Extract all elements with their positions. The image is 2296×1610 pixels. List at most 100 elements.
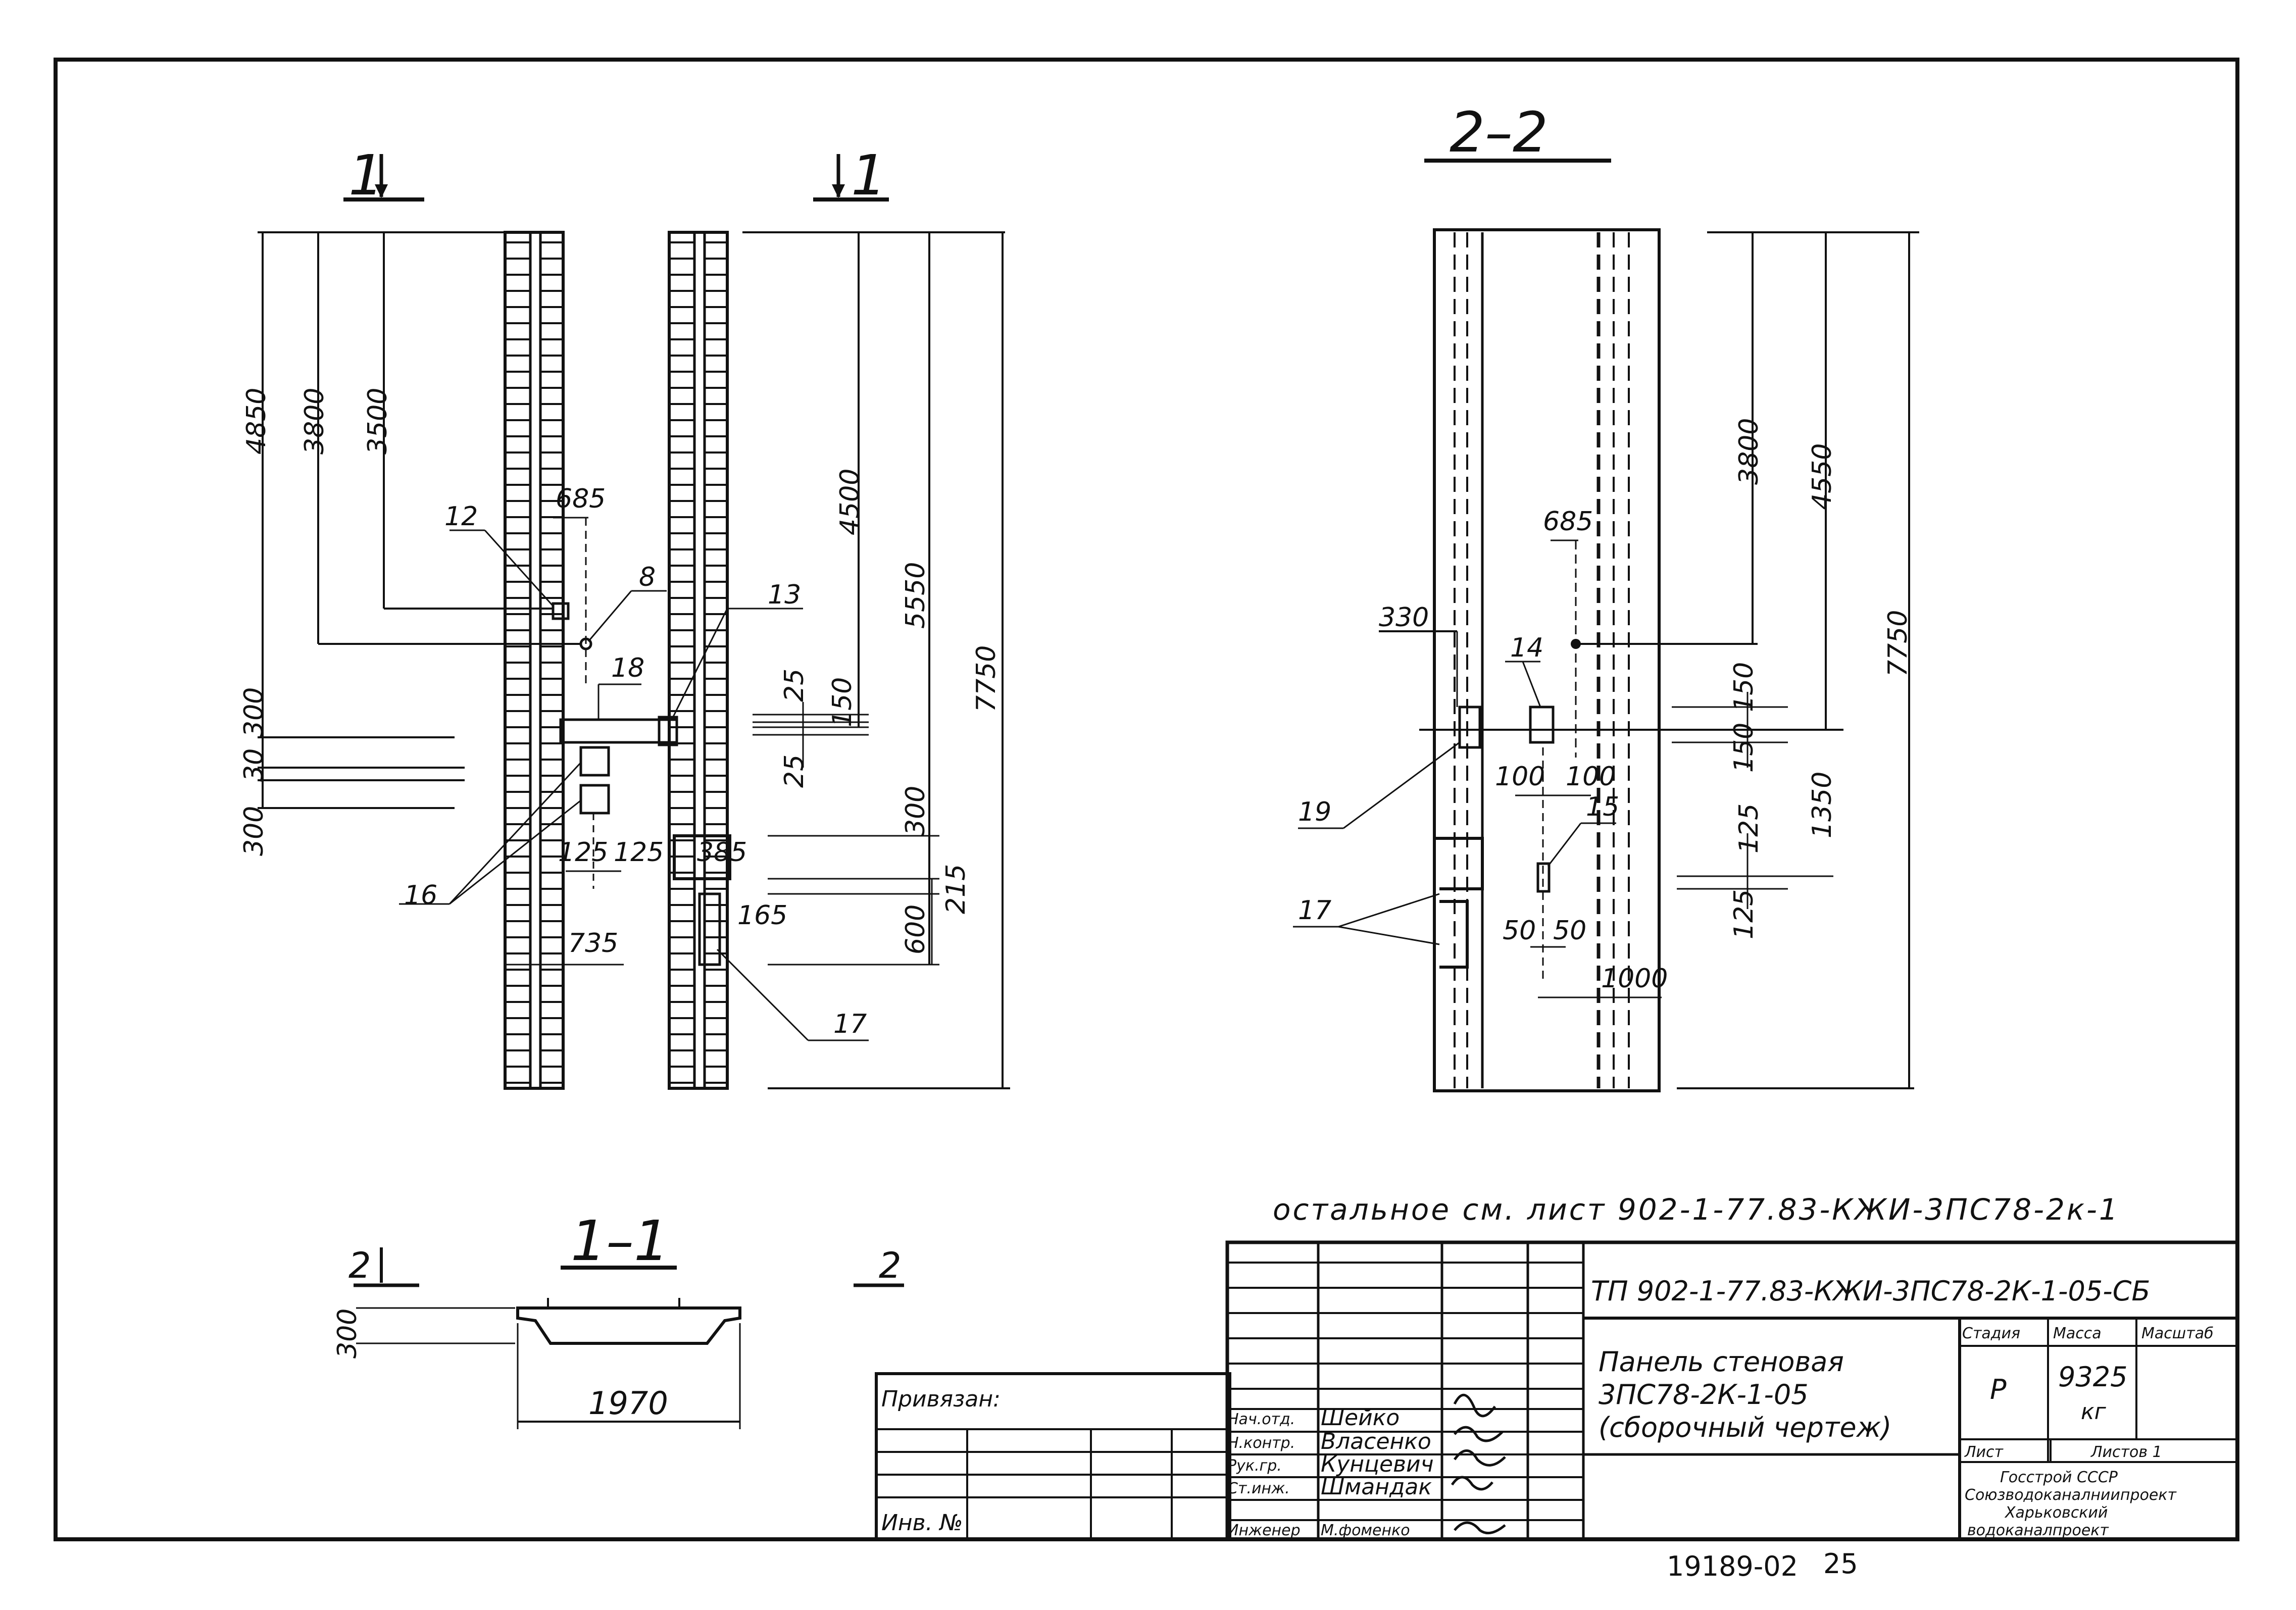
section-marker-label: 1	[851, 143, 886, 208]
dim-5550: 5550	[901, 562, 931, 629]
section-marker-1-right: 1	[813, 143, 889, 208]
mass-header: Масса	[2053, 1325, 2102, 1342]
dim-330: 330	[1379, 602, 1429, 633]
embed-12	[552, 602, 570, 620]
staff-name: М.фоменко	[1321, 1522, 1410, 1539]
staff-role: Рук.гр.	[1227, 1457, 1282, 1475]
dim-50-a: 50	[1503, 916, 1536, 946]
drawing-name-line2: 3ПС78-2К-1-05	[1599, 1379, 1809, 1411]
dim-685: 685	[556, 484, 606, 514]
drawing-code: ТП 902-1-77.83-КЖИ-3ПС78-2К-1-05-СБ	[1591, 1275, 2150, 1307]
dim-1970: 1970	[588, 1385, 668, 1422]
title-block: ТП 902-1-77.83-КЖИ-3ПС78-2К-1-05-СБ Пане…	[875, 1240, 2239, 1541]
stage-header: Стадия	[1962, 1325, 2020, 1342]
reference-note: остальное см. лист 902-1-77.83-КЖИ-3ПС78…	[1273, 1192, 2120, 1227]
staff-role: Нач.отд.	[1227, 1411, 1295, 1428]
staff-name: Кунцевич	[1321, 1451, 1434, 1477]
embed-15	[1536, 862, 1551, 893]
org-line1: Госстрой СССР	[2000, 1469, 2118, 1486]
embed-17-section	[1434, 837, 1484, 969]
drawing-name-line3: (сборочный чертеж)	[1599, 1412, 1891, 1443]
callout-16: 16	[404, 880, 437, 911]
page-number: 25	[1823, 1548, 1858, 1580]
section-2-2-title: 2–2	[1450, 100, 1548, 165]
plan-1-1-title: 1–1	[571, 1209, 669, 1273]
dim-7750: 7750	[971, 645, 1002, 712]
org-line2: Союзводоканалниипроект	[1965, 1486, 2177, 1504]
dim-4500: 4500	[835, 469, 865, 535]
dim-4550: 4550	[1807, 443, 1837, 510]
dim-125-a: 125	[1734, 803, 1764, 853]
staff-name: Шмандак	[1321, 1474, 1432, 1500]
callout-19: 19	[1298, 797, 1331, 827]
sheets-label: Листов 1	[2090, 1443, 2162, 1461]
embed-13	[658, 716, 678, 746]
staff-list: Нач.отд. Шейко Н.контр. Власенко Рук.гр.…	[1227, 1405, 1434, 1539]
callout-12: 12	[444, 501, 478, 532]
left-rebar-cage	[504, 231, 565, 1090]
staff-role: Инженер	[1227, 1522, 1301, 1539]
dim-25-a: 25	[779, 669, 810, 702]
dim-3800: 3800	[1734, 418, 1764, 485]
staff-name: Шейко	[1321, 1405, 1400, 1431]
dim-215: 215	[941, 864, 971, 914]
dim-165: 165	[737, 900, 787, 931]
dim-385: 385	[697, 837, 747, 868]
embed-16a	[579, 746, 610, 777]
panel-section-outline	[1433, 228, 1661, 1092]
embed-19	[1458, 706, 1481, 749]
staff-name: Власенко	[1321, 1429, 1431, 1454]
staff-role: Ст.инж.	[1227, 1480, 1290, 1497]
dim-4850: 4850	[241, 388, 272, 455]
dim-735: 735	[568, 928, 618, 959]
org-line3: Харьковский	[2004, 1504, 2108, 1522]
dim-150-a: 150	[1729, 662, 1759, 712]
dim-150-right: 150	[827, 677, 858, 727]
dim-125-a: 125	[558, 837, 608, 868]
stage-value: Р	[1990, 1374, 2007, 1405]
dim-3800: 3800	[300, 388, 330, 455]
dim-1000: 1000	[1601, 964, 1668, 994]
dim-300: 300	[332, 1309, 363, 1359]
staff-role: Н.контр.	[1227, 1434, 1295, 1452]
binding-label: Привязан:	[881, 1386, 1001, 1412]
plan-marker-2-left: 2	[348, 1245, 371, 1286]
dim-600: 600	[901, 904, 931, 954]
dim-150-b: 150	[1729, 723, 1759, 773]
dim-685: 685	[1543, 507, 1593, 537]
dim-25-b: 25	[779, 754, 810, 788]
dim-3500: 3500	[363, 388, 393, 455]
section-2-2-view: 2–2 3800 4550 7750 685 330 150	[1293, 100, 1919, 1092]
front-view: 1 1 4	[239, 143, 1010, 1090]
plan-1-1-view: 1–1 2 2 300 1970	[332, 1209, 904, 1429]
dim-125-b: 125	[614, 837, 664, 868]
embed-17-bottom	[698, 892, 721, 966]
right-rebar-cage	[668, 231, 729, 1090]
scale-header: Масштаб	[2141, 1325, 2214, 1342]
signatures	[1451, 1393, 1506, 1535]
callout-17: 17	[1298, 895, 1331, 926]
mass-unit: кг	[2081, 1399, 2107, 1425]
dim-125-b: 125	[1729, 889, 1759, 939]
callout-18: 18	[611, 653, 644, 683]
callout-14: 14	[1510, 633, 1543, 663]
callout-17: 17	[833, 1009, 867, 1039]
section-marker-label: 1	[348, 143, 384, 208]
rebar-rungs	[505, 241, 727, 1084]
plan-marker-2-right: 2	[879, 1245, 902, 1286]
embed-14	[1529, 706, 1555, 744]
callout-13: 13	[768, 580, 801, 610]
dim-300-top: 300	[239, 687, 269, 737]
embed-16b	[579, 784, 610, 815]
mass-value: 9325	[2058, 1361, 2127, 1393]
dim-7750: 7750	[1883, 610, 1913, 677]
org-line4: водоканалпроект	[1967, 1522, 2109, 1539]
dim-30: 30	[239, 748, 269, 782]
drawing-name-line1: Панель стеновая	[1599, 1346, 1844, 1378]
sheet-label: Лист	[1964, 1443, 2004, 1461]
panel-plan-profile	[516, 1306, 741, 1345]
dim-100-a: 100	[1495, 762, 1545, 792]
inv-label: Инв. №	[881, 1510, 963, 1536]
callout-15: 15	[1586, 792, 1619, 822]
